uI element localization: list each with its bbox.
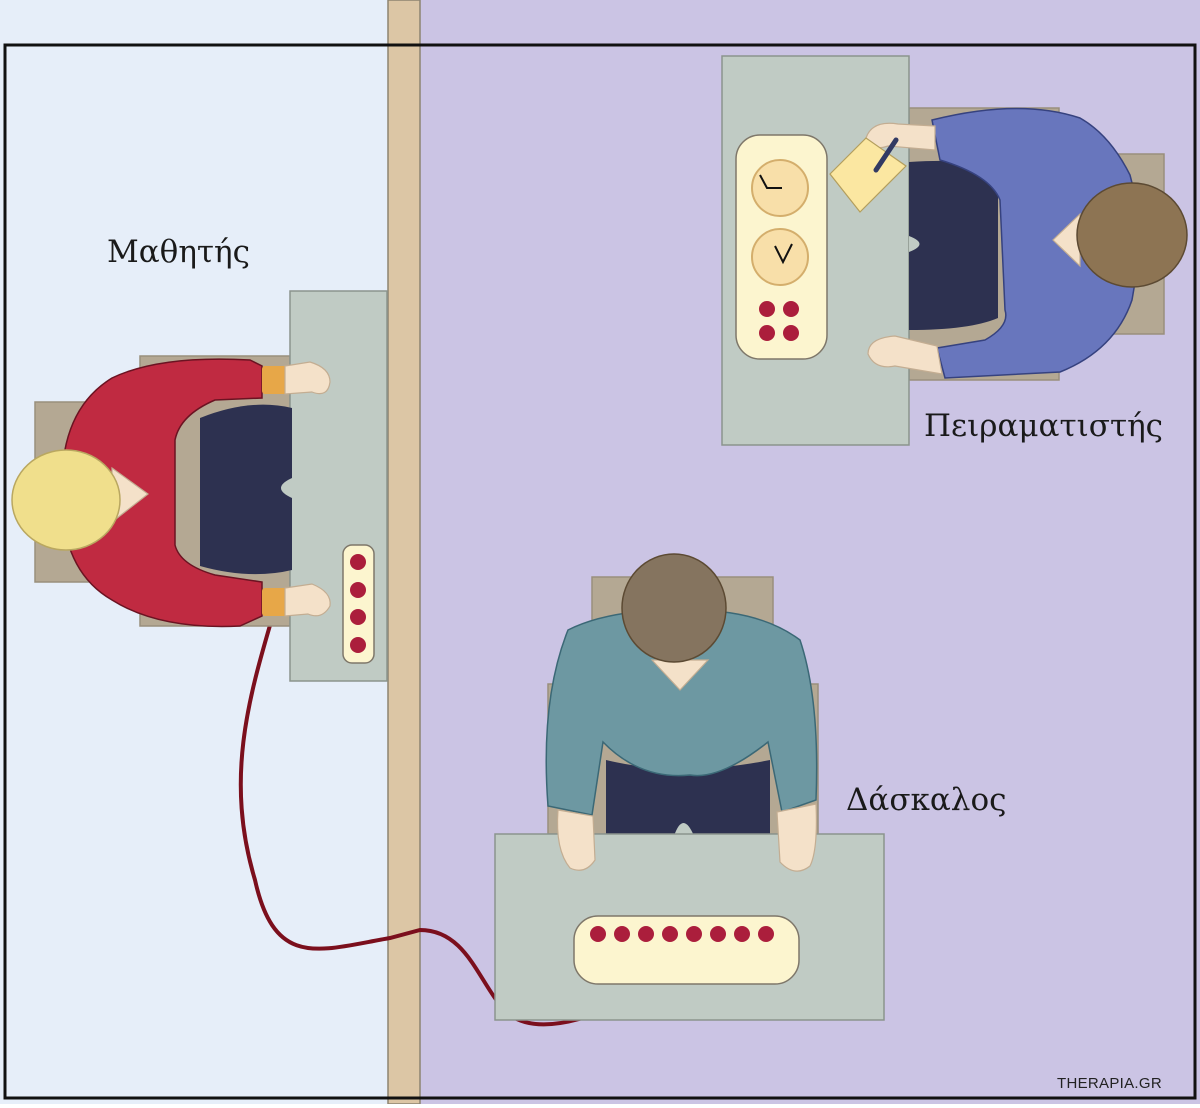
- experimenter-hair: [1076, 182, 1188, 288]
- control-button: [759, 301, 775, 317]
- learner-legs: [200, 404, 292, 575]
- electrode-wire: [238, 613, 660, 1027]
- clock-hands: [759, 174, 782, 189]
- teacher-hair: [621, 553, 727, 663]
- learner-cuff-top: [262, 366, 287, 394]
- control-button: [759, 325, 775, 341]
- watermark: THERAPIA.GR: [1057, 1075, 1162, 1092]
- shock-button: [662, 926, 678, 942]
- teacher-legs: [606, 760, 770, 836]
- learner-button: [350, 637, 366, 653]
- shock-button: [734, 926, 750, 942]
- learner-cuff-bottom: [262, 588, 287, 616]
- learner-button: [350, 582, 366, 598]
- learner-button: [350, 609, 366, 625]
- learner-shock-panel: [342, 544, 375, 664]
- shock-button: [638, 926, 654, 942]
- clock-hands: [774, 243, 793, 265]
- experimenter-label: Πειραματιστής: [924, 408, 1164, 444]
- learner-knee-gap: [281, 478, 292, 498]
- teacher-knee-gap: [674, 823, 694, 836]
- teacher-hand-left: [556, 809, 596, 871]
- experimenter: [721, 55, 1188, 446]
- experimenter-hand-bottom: [867, 335, 943, 375]
- teacher-hand-right: [776, 803, 817, 872]
- shock-button: [758, 926, 774, 942]
- shock-button: [614, 926, 630, 942]
- shock-button: [686, 926, 702, 942]
- teacher: [494, 553, 885, 1021]
- control-button: [783, 325, 799, 341]
- learner: [11, 290, 388, 682]
- shock-button: [710, 926, 726, 942]
- experimenter-legs: [909, 160, 998, 330]
- learner-button: [350, 554, 366, 570]
- shock-button: [590, 926, 606, 942]
- pen-icon: [873, 137, 899, 173]
- learner-label: Μαθητής: [107, 234, 250, 270]
- frame-border: [3, 43, 1197, 1100]
- teacher-label: Δάσκαλος: [846, 782, 1007, 818]
- control-button: [783, 301, 799, 317]
- experimenter-knee-gap: [909, 236, 920, 252]
- learner-hand-top: [284, 361, 331, 395]
- learner-hair: [11, 449, 121, 551]
- learner-hand-bottom: [284, 583, 331, 617]
